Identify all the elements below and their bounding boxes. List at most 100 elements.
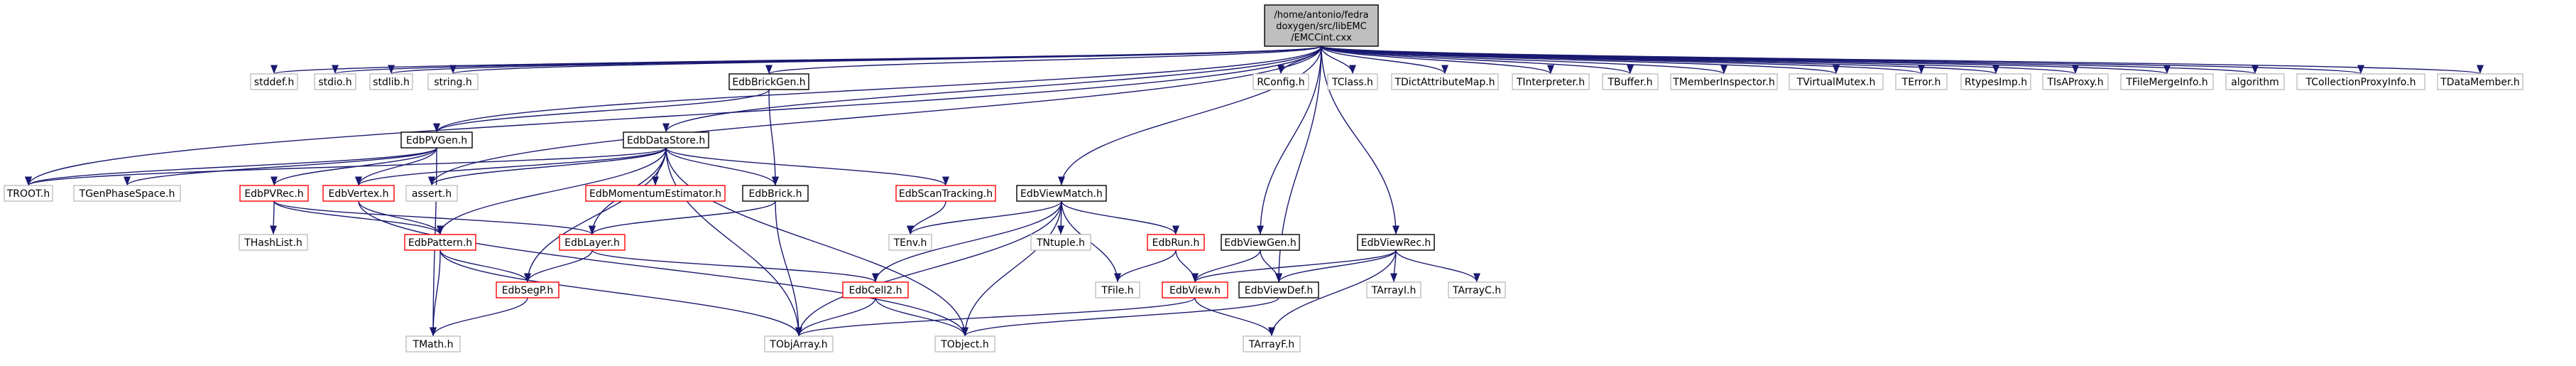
edge-brickgen-to-brick	[768, 89, 780, 186]
node-vertex-box	[322, 185, 395, 202]
node-tisaproxy-label: TIsAProxy.h	[2046, 77, 2103, 88]
node-momentum[interactable]: EdbMomentumEstimator.h	[585, 185, 726, 202]
node-vertex-label: EdbVertex.h	[329, 188, 389, 200]
node-string-box	[427, 73, 479, 90]
edge-layer-to-cell2	[591, 249, 879, 283]
node-tclass-box	[1327, 73, 1378, 90]
node-rtypes-label: RtypesImp.h	[1965, 77, 2027, 88]
edge-datastore-to-vertex	[355, 147, 667, 186]
node-root-label: /home/antonio/fedra	[1274, 10, 1368, 21]
edge-datastore-to-tobject	[665, 147, 968, 337]
node-tarrayi-box	[1366, 281, 1421, 298]
edge-pvrec-to-thashlist	[269, 200, 278, 235]
node-tcollproxy-label: TCollectionProxyInfo.h	[2305, 77, 2416, 88]
node-brickgen-box	[728, 73, 809, 90]
node-tinterp: TInterpreter.h	[1512, 73, 1590, 90]
edge-cell2-to-tobject	[875, 297, 968, 337]
node-tmath-label: TMath.h	[413, 339, 454, 350]
node-viewgen-label: EdbViewGen.h	[1224, 237, 1297, 249]
edge-viewmatch-to-cell2	[872, 200, 1062, 283]
edge-cell2-to-tobjarray	[795, 297, 876, 337]
node-pattern-box	[404, 234, 476, 251]
node-tbuffer: TBuffer.h	[1602, 73, 1659, 90]
edge-root-to-viewrec	[1321, 45, 1400, 235]
node-brickgen[interactable]: EdbBrickGen.h	[728, 73, 809, 90]
edge-view-to-tarrayf	[1194, 297, 1275, 337]
node-scantrack[interactable]: EdbScanTracking.h	[895, 185, 996, 202]
node-layer-box	[559, 234, 626, 251]
edge-root-to-troot	[25, 45, 1322, 186]
node-view-label: EdbView.h	[1169, 285, 1221, 296]
node-view-box	[1162, 281, 1228, 298]
node-segp-label: EdbSegP.h	[502, 285, 554, 296]
node-pattern-label: EdbPattern.h	[408, 237, 472, 249]
edge-viewrec-to-tarrayf	[1268, 249, 1397, 337]
edge-viewmatch-to-tobject	[961, 200, 1062, 337]
edge-datastore-to-assert	[428, 147, 667, 186]
edge-datastore-to-segp	[523, 147, 667, 283]
node-troot-label: TROOT.h	[6, 188, 50, 200]
edge-root-to-algorithm	[1321, 45, 2259, 75]
node-root-box	[1264, 4, 1379, 47]
node-tinterp-box	[1512, 73, 1590, 90]
edge-root-to-tclass	[1321, 45, 1357, 75]
node-tarrayc-label: TArrayC.h	[1452, 285, 1501, 296]
node-pvrec[interactable]: EdbPVRec.h	[239, 185, 309, 202]
node-thashlist: THashList.h	[239, 234, 308, 251]
node-segp[interactable]: EdbSegP.h	[496, 281, 560, 298]
node-tobjarray-label: TObjArray.h	[769, 339, 827, 350]
node-datastore-box	[623, 131, 709, 149]
edge-brick-to-tobjarray	[775, 200, 803, 337]
node-tmember-label: TMemberInspector.h	[1672, 77, 1774, 88]
node-tobjarray-box	[764, 335, 834, 352]
node-layer[interactable]: EdbLayer.h	[559, 234, 626, 251]
node-run-label: EdbRun.h	[1152, 237, 1200, 249]
node-tdict: TDictAttributeMap.h	[1391, 73, 1499, 90]
edge-viewrec-to-tarrayc	[1395, 249, 1480, 283]
node-stdlib-box	[369, 73, 413, 90]
node-string-label: string.h	[434, 77, 472, 88]
node-tntuple-label: TNtuple.h	[1036, 237, 1085, 249]
node-viewmatch-box	[1016, 185, 1107, 202]
node-viewdef[interactable]: EdbViewDef.h	[1238, 281, 1319, 298]
node-viewgen-box	[1221, 234, 1300, 251]
node-viewrec[interactable]: EdbViewRec.h	[1357, 234, 1435, 251]
node-terror: TError.h	[1895, 73, 1948, 90]
node-cell2[interactable]: EdbCell2.h	[842, 281, 909, 298]
dependency-nodes: /home/antonio/fedradoxygen/src/libEMC/EM…	[4, 4, 2523, 352]
node-viewgen[interactable]: EdbViewGen.h	[1221, 234, 1300, 251]
edge-root-to-tdict	[1321, 45, 1448, 75]
edge-pvgen-to-troot	[25, 147, 437, 186]
node-tobject: TObject.h	[934, 335, 995, 352]
node-pvgen-box	[400, 131, 473, 149]
node-datastore[interactable]: EdbDataStore.h	[623, 131, 709, 149]
node-tfile: TFile.h	[1095, 281, 1140, 298]
edge-vertex-to-pattern	[358, 200, 444, 235]
node-brick[interactable]: EdbBrick.h	[742, 185, 809, 202]
node-pattern[interactable]: EdbPattern.h	[404, 234, 476, 251]
edge-datastore-to-brick	[665, 147, 779, 186]
edge-root-to-tbuffer	[1321, 45, 1634, 75]
node-view[interactable]: EdbView.h	[1162, 281, 1228, 298]
node-string: string.h	[427, 73, 479, 90]
node-pvgen[interactable]: EdbPVGen.h	[400, 131, 473, 149]
node-vertex[interactable]: EdbVertex.h	[322, 185, 395, 202]
node-viewmatch-label: EdbViewMatch.h	[1020, 188, 1103, 200]
node-algorithm-box	[2225, 73, 2285, 90]
edge-datastore-to-troot	[25, 147, 667, 186]
edge-root-to-tinterp	[1321, 45, 1554, 75]
edge-segp-to-tmath	[430, 297, 528, 337]
node-root[interactable]: /home/antonio/fedradoxygen/src/libEMC/EM…	[1264, 4, 1379, 47]
node-run[interactable]: EdbRun.h	[1147, 234, 1205, 251]
node-pvrec-box	[239, 185, 309, 202]
node-brickgen-label: EdbBrickGen.h	[732, 77, 805, 88]
node-viewmatch[interactable]: EdbViewMatch.h	[1016, 185, 1107, 202]
node-cell2-label: EdbCell2.h	[848, 285, 902, 296]
edge-viewgen-to-viewdef	[1260, 249, 1283, 283]
node-root-label: doxygen/src/libEMC	[1276, 21, 1366, 32]
node-cell2-box	[842, 281, 909, 298]
node-tarrayc-box	[1448, 281, 1506, 298]
node-tvirtmutex-label: TVirtualMutex.h	[1796, 77, 1876, 88]
node-tmath-box	[405, 335, 461, 352]
